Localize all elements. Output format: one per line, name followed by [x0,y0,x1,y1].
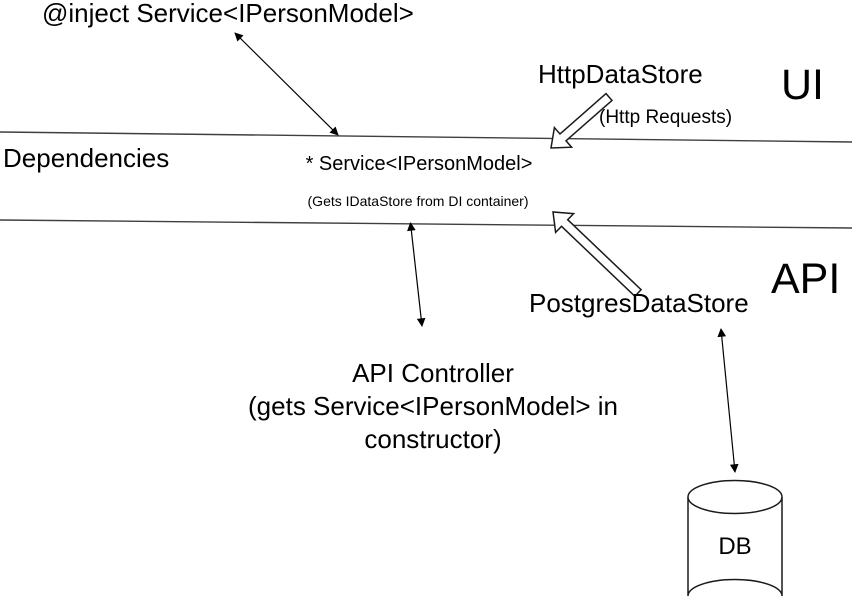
api-divider-line [0,219,852,229]
http-data-store-label: HttpDataStore [538,59,703,89]
dependencies-title: Dependencies [3,143,170,173]
service-di-note: (Gets IDataStore from DI container) [307,193,529,209]
db-cylinder-icon [687,479,783,597]
http-flow-arrow [550,92,614,149]
inject-service-label: @inject Service<IPersonModel> [42,0,414,28]
ui-layer-label: UI [781,61,824,109]
db-label: DB [718,533,752,560]
api-layer-label: API [771,255,841,303]
postgres-data-store-label: PostgresDataStore [529,288,749,318]
api-controller-line3: constructor) [364,424,502,454]
postgres-flow-arrow [552,211,643,298]
service-controller-arrow [407,222,426,327]
http-requests-note: (Http Requests) [599,107,733,128]
ui-divider-line [0,131,852,143]
api-controller-label: API Controller (gets Service<IPersonMode… [233,357,633,456]
service-registration-label: * Service<IPersonModel> [305,153,533,175]
api-controller-line1: API Controller [352,358,514,388]
postgres-db-arrow [717,328,739,473]
api-controller-line2: (gets Service<IPersonModel> in [248,391,618,421]
inject-service-arrow [234,32,339,136]
